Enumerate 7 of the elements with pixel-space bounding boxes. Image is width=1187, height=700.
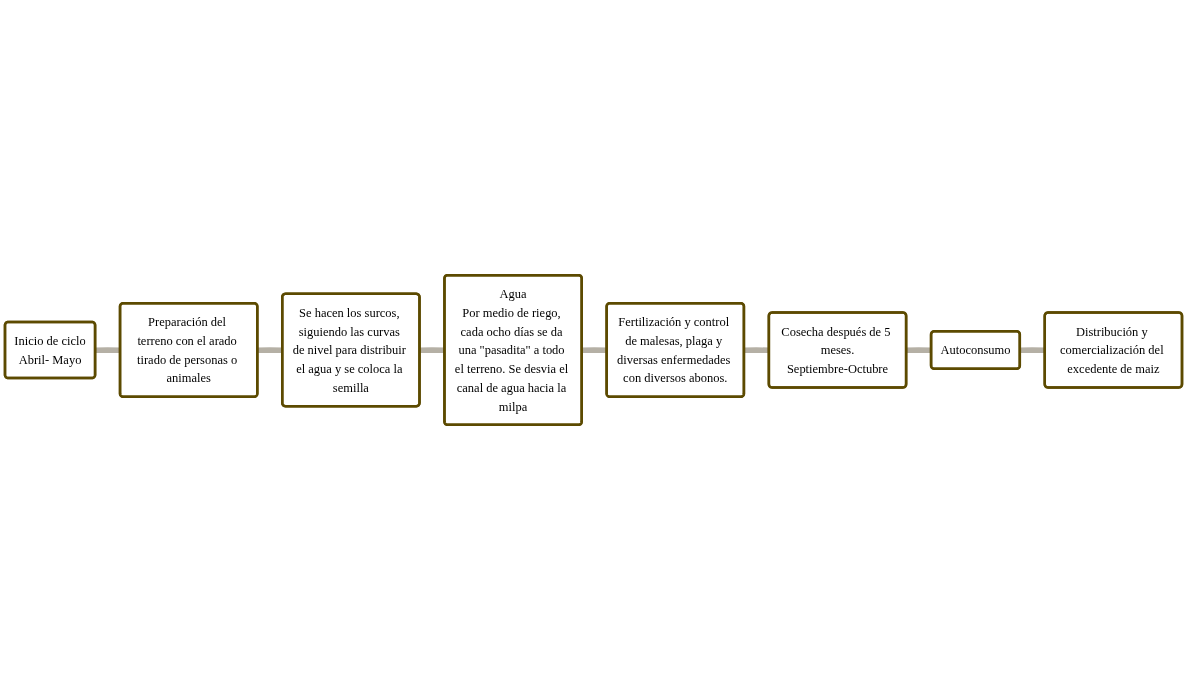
connector	[744, 347, 770, 354]
connector	[419, 347, 445, 354]
connector	[581, 347, 608, 354]
connector	[906, 347, 932, 354]
connector	[95, 347, 121, 354]
connector	[1020, 347, 1046, 354]
connector	[257, 347, 283, 354]
